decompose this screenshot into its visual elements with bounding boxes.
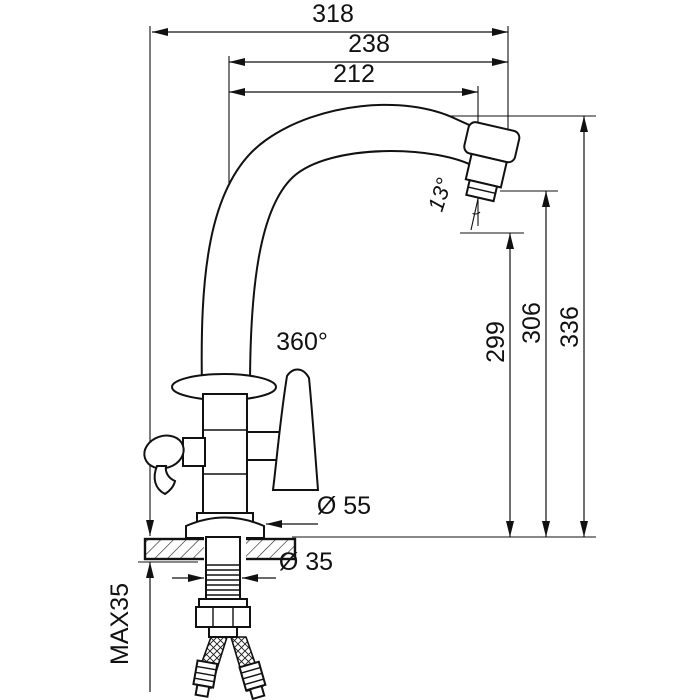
dimension-label-max35: MAX35	[106, 583, 134, 665]
dimension-max35: MAX35	[106, 562, 154, 692]
dimension-label-336: 336	[556, 306, 584, 348]
hose-fitting-left	[192, 659, 219, 698]
dimension-label-306: 306	[518, 302, 546, 344]
hose-fitting-right-tip	[248, 684, 266, 700]
hose-manifold	[208, 626, 238, 638]
angle-arc	[472, 211, 481, 215]
dimension-label-212: 212	[333, 60, 375, 88]
hose-fitting-right	[238, 660, 267, 700]
left-lever	[143, 434, 206, 496]
dimension-336: 336	[556, 116, 588, 537]
hose-fitting-left-tip	[194, 683, 211, 698]
dimension-dia55: Ø 55	[266, 492, 371, 528]
faucet-body	[202, 393, 248, 514]
spout-head	[463, 121, 521, 203]
mounting-washer	[198, 598, 248, 608]
swivel-label: 360°	[276, 328, 328, 356]
dimension-dia35: Ø 35	[172, 548, 333, 582]
dimension-306: 306	[518, 191, 550, 537]
dimension-label-13deg: 13°	[423, 175, 457, 215]
mounting-nut	[195, 606, 251, 628]
right-handle-lever	[271, 368, 320, 491]
dimension-318: 318	[152, 0, 508, 36]
right-handle	[246, 368, 320, 491]
faucet: 360°	[143, 103, 521, 539]
left-small-spout	[153, 465, 177, 496]
aerator-line	[467, 186, 496, 195]
left-lever-hub	[182, 437, 206, 467]
dimension-label-dia35: Ø 35	[279, 548, 333, 576]
dimension-label-318: 318	[312, 0, 354, 28]
shank-threads	[206, 564, 240, 596]
base-escutcheon	[185, 516, 265, 539]
dimension-label-299: 299	[482, 321, 510, 363]
mounting-hardware	[192, 536, 267, 700]
dimension-238: 238	[229, 30, 508, 66]
dimension-212: 212	[229, 60, 478, 96]
dimension-299: 299	[482, 233, 514, 537]
left-lever-knob	[143, 434, 185, 470]
dimension-label-238: 238	[348, 30, 390, 58]
dimension-label-dia55: Ø 55	[317, 492, 371, 520]
spout-curve	[200, 103, 491, 389]
